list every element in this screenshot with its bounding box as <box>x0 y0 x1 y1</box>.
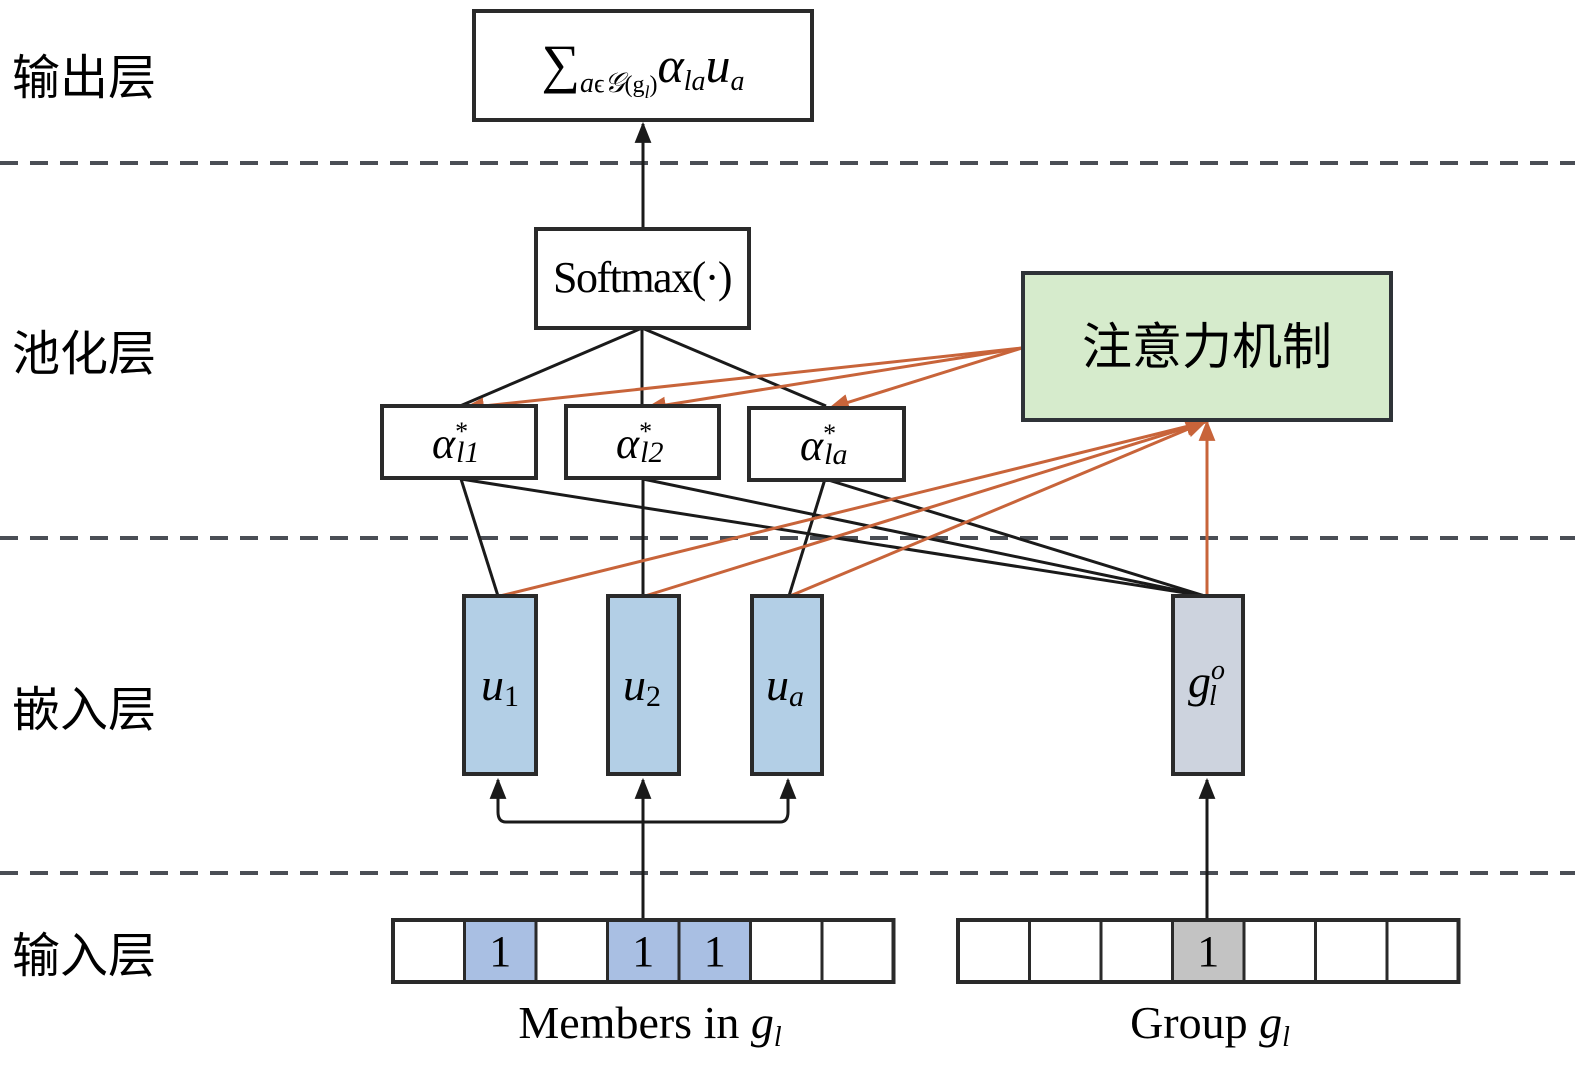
layer-label-output: 输出层 <box>12 50 156 106</box>
softmax-label: Softmax(·) <box>553 253 731 302</box>
edge-alpha1-softmax <box>459 326 643 408</box>
group-vector-cell <box>1314 918 1389 984</box>
softmax-box: Softmax(·) <box>534 227 751 330</box>
group-vector-cell <box>1099 918 1174 984</box>
u2-label: u2 <box>623 659 661 713</box>
group-vector-cell <box>956 918 1031 984</box>
members-vector-cell-value: 1 <box>704 927 726 976</box>
group-vector-border <box>956 918 1461 984</box>
members-vector-cell-value: 1 <box>489 927 511 976</box>
layer-separators <box>0 161 1575 875</box>
attn-to-alpha2 <box>644 346 1023 414</box>
alpha-a-label: α*la <box>800 419 847 471</box>
members-vector-cell: 1 <box>463 918 538 984</box>
alpha-box-2: α*l2 <box>564 404 721 480</box>
group-vector-cell-value: 1 <box>1197 927 1219 976</box>
members-vector-cell: 1 <box>606 918 681 984</box>
ua-to-attn <box>789 420 1207 598</box>
members-branch <box>489 777 643 824</box>
members-vector-cell <box>749 918 824 984</box>
input-to-embedding-arrows <box>489 777 1216 920</box>
members-caption: Members in gl <box>518 997 782 1053</box>
embedding-u2: u2 <box>606 594 681 776</box>
edge-group-alphaa <box>824 477 1206 598</box>
u1-label: u1 <box>481 659 519 713</box>
group-vector-cell <box>1028 918 1103 984</box>
alpha-box-1: α*l1 <box>380 404 538 480</box>
group-vector-cell: 1 <box>1171 918 1246 984</box>
group-input-vector: 1 <box>956 918 1461 984</box>
output-box: ∑aϵ𝒢(gl)αlaua <box>472 9 814 122</box>
layer-label-input: 输入层 <box>12 928 156 984</box>
ua-label: ua <box>766 659 804 713</box>
attn-to-alpha1 <box>462 346 1023 415</box>
members-branch-right <box>643 777 797 824</box>
attention-arrows <box>462 346 1216 598</box>
attn-to-alphaa <box>827 346 1023 411</box>
embedding-to-alpha-lines <box>459 477 1206 598</box>
u1-to-attn <box>499 418 1208 598</box>
alpha-2-label: α*l2 <box>616 417 663 469</box>
group-vector-cell <box>1385 918 1460 984</box>
attention-mechanism-label: 注意力机制 <box>1082 318 1332 376</box>
members-vector-border <box>391 918 896 984</box>
members-vector-cell <box>820 918 895 984</box>
members-input-vector: 1 1 1 <box>391 918 896 984</box>
attention-mechanism-box: 注意力机制 <box>1021 271 1393 422</box>
embedding-u1: u1 <box>462 594 538 776</box>
members-vector-cell-value: 1 <box>632 927 654 976</box>
group-caption: Group gl <box>1130 997 1290 1053</box>
group-vector-cell <box>1242 918 1317 984</box>
embedding-ua: ua <box>750 594 824 776</box>
layer-label-embedding: 嵌入层 <box>12 682 156 738</box>
output-formula: ∑aϵ𝒢(gl)αlaua <box>541 34 744 102</box>
alpha-box-a: α*la <box>747 406 906 482</box>
layer-label-pooling: 池化层 <box>12 326 156 382</box>
members-vector-cell <box>534 918 609 984</box>
alpha-1-label: α*l1 <box>432 417 479 469</box>
alpha-to-softmax-lines <box>459 326 827 408</box>
edge-u1-alpha1 <box>459 478 500 597</box>
u2-to-attn <box>644 419 1208 598</box>
edge-group-alpha2 <box>642 477 1206 598</box>
members-vector-cell: 1 <box>677 918 752 984</box>
members-vector-cell <box>391 918 466 984</box>
edge-ua-alphaa <box>787 478 827 597</box>
edge-alphaa-softmax <box>641 326 827 408</box>
